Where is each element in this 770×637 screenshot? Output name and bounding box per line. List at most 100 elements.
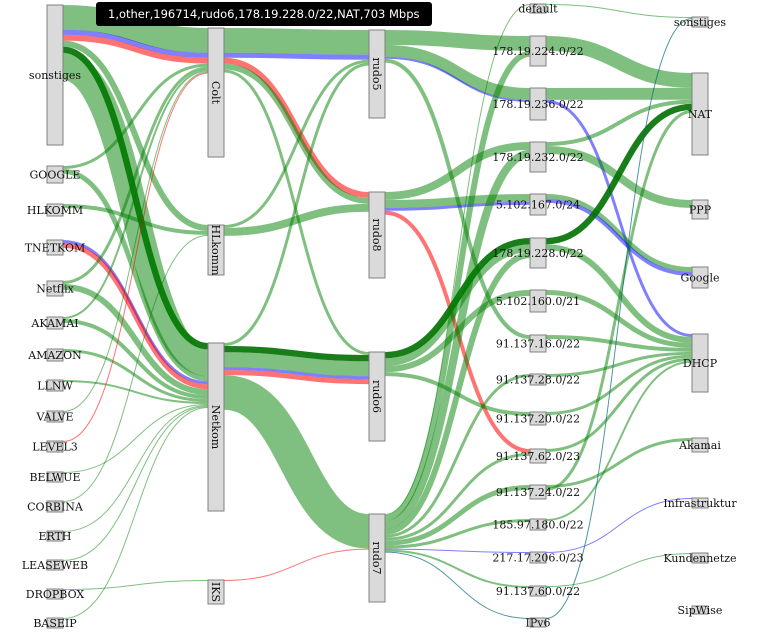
flow-link[interactable] — [384, 252, 531, 535]
node-box[interactable] — [529, 193, 547, 216]
flow-link[interactable] — [545, 498, 693, 553]
node-box[interactable] — [46, 471, 64, 483]
flow-link[interactable] — [545, 335, 693, 352]
flow-link[interactable] — [384, 149, 531, 529]
flow-link[interactable] — [223, 548, 370, 581]
flow-link[interactable] — [223, 28, 370, 55]
flow-link[interactable] — [545, 110, 693, 491]
flow-link[interactable] — [60, 52, 211, 377]
node-box[interactable] — [691, 199, 709, 220]
flow-link[interactable] — [223, 370, 370, 385]
node-185-97-180-0-22[interactable]: 185.97.180.0/22 — [492, 518, 584, 532]
node-box[interactable] — [529, 411, 547, 426]
node-rudo7[interactable]: rudo7 — [368, 513, 386, 603]
node-box[interactable] — [207, 579, 225, 605]
flow-link[interactable] — [62, 71, 209, 412]
node-box[interactable] — [46, 530, 64, 542]
node-valve[interactable]: VALVE — [35, 410, 74, 424]
flow-link[interactable] — [384, 44, 531, 100]
flow-link[interactable] — [62, 72, 209, 442]
node-google[interactable]: GOOGLE — [30, 165, 81, 184]
flow-link[interactable] — [384, 30, 531, 51]
node-box[interactable] — [46, 316, 64, 330]
node-box[interactable] — [46, 280, 64, 297]
node-5-102-160-0-21[interactable]: 5.102.160.0/21 — [496, 289, 580, 313]
flow-link[interactable] — [222, 375, 371, 549]
node-llnw[interactable]: LLNW — [37, 379, 73, 393]
node-91-137-62-0-23[interactable]: 91.137.62.0/23 — [496, 448, 580, 464]
flow-link[interactable] — [62, 40, 209, 231]
node-box[interactable] — [691, 605, 709, 615]
node-217-17-206-0-23[interactable]: 217.17.206.0/23 — [492, 551, 584, 565]
node-91-137-24-0-22[interactable]: 91.137.24.0/22 — [496, 484, 580, 500]
flow-link[interactable] — [62, 406, 209, 561]
flow-link[interactable] — [223, 63, 370, 204]
node-91-137-16-0-22[interactable]: 91.137.16.0/22 — [496, 334, 580, 353]
flow-link[interactable] — [545, 354, 693, 415]
node-box[interactable] — [46, 617, 64, 629]
node-box[interactable] — [207, 224, 225, 276]
flow-link[interactable] — [62, 69, 209, 319]
flow-link[interactable] — [384, 50, 531, 521]
node-box[interactable] — [46, 239, 64, 256]
node-rudo8[interactable]: rudo8 — [368, 191, 386, 279]
node-box[interactable] — [207, 27, 225, 158]
node-box[interactable] — [46, 348, 64, 362]
flow-link[interactable] — [545, 99, 693, 146]
node-google[interactable]: Google — [680, 266, 720, 289]
node-box[interactable] — [46, 559, 64, 571]
flow-link[interactable] — [223, 62, 370, 346]
flow-link[interactable] — [545, 99, 693, 337]
node-tnetkom[interactable]: TNETKOM — [25, 239, 86, 256]
node-box[interactable] — [529, 617, 547, 628]
flow-link[interactable] — [62, 168, 209, 382]
flow-link[interactable] — [62, 349, 209, 403]
flow-link[interactable] — [384, 194, 531, 208]
node-box[interactable] — [368, 191, 386, 279]
node-box[interactable] — [46, 4, 64, 146]
node-infrastruktur[interactable]: Infrastruktur — [663, 497, 737, 510]
flow-link[interactable] — [384, 519, 531, 549]
node-5-102-167-0-24[interactable]: 5.102.167.0/24 — [496, 193, 580, 216]
node-box[interactable] — [46, 165, 64, 184]
node-rudo6[interactable]: rudo6 — [368, 351, 386, 442]
node-box[interactable] — [529, 87, 547, 121]
node-rudo5[interactable]: rudo5 — [368, 29, 386, 119]
node-91-137-20-0-22[interactable]: 91.137.20.0/22 — [496, 411, 580, 426]
node-box[interactable] — [691, 437, 709, 453]
flow-link[interactable] — [62, 407, 209, 619]
flow-link[interactable] — [62, 405, 209, 532]
node-netkom[interactable]: Netkom — [207, 342, 225, 512]
node-box[interactable] — [529, 3, 547, 14]
node-box[interactable] — [368, 513, 386, 603]
node-hlkomm[interactable]: HLkomm — [207, 224, 225, 276]
node-box[interactable] — [207, 342, 225, 512]
flow-link[interactable] — [384, 485, 531, 546]
node-kundennetze[interactable]: Kundennetze — [663, 552, 736, 565]
flow-link[interactable] — [545, 36, 693, 88]
flow-link[interactable] — [545, 103, 693, 245]
flow-link[interactable] — [384, 56, 531, 102]
flow-link[interactable] — [62, 204, 209, 235]
flow-link[interactable] — [384, 244, 531, 367]
node-178-19-224-0-22[interactable]: 178.19.224.0/22 — [492, 35, 584, 67]
flow-link[interactable] — [62, 318, 209, 400]
flow-link[interactable] — [545, 198, 693, 276]
node-box[interactable] — [691, 16, 709, 28]
flow-link[interactable] — [62, 63, 209, 169]
flow-link[interactable] — [223, 59, 370, 228]
node-box[interactable] — [529, 237, 547, 269]
node-dhcp[interactable]: DHCP — [683, 333, 718, 393]
node-box[interactable] — [529, 585, 547, 597]
node-box[interactable] — [529, 141, 547, 173]
flow-link[interactable] — [545, 17, 693, 619]
flow-link[interactable] — [545, 360, 693, 521]
flow-link[interactable] — [545, 351, 693, 377]
flow-link[interactable] — [62, 234, 209, 502]
node-corbina[interactable]: CORBINA — [27, 500, 84, 514]
node-box[interactable] — [46, 588, 64, 600]
flow-link[interactable] — [62, 580, 209, 590]
flow-link[interactable] — [62, 404, 209, 473]
node-default[interactable]: default — [518, 3, 558, 16]
flow-link[interactable] — [62, 5, 209, 53]
